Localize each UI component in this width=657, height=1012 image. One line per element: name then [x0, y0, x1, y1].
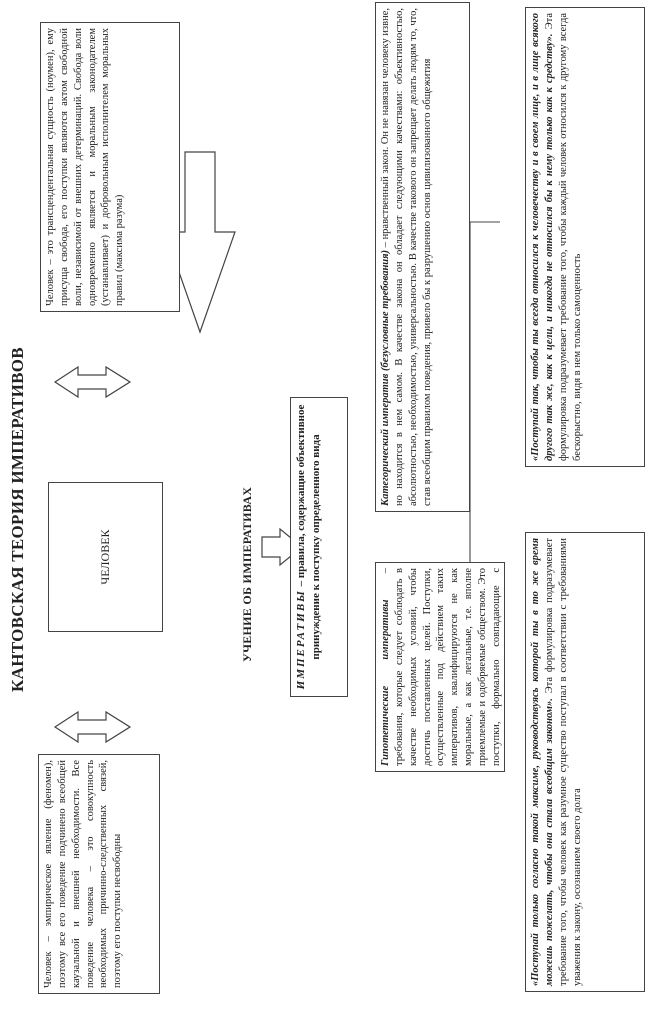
formula2-box: «Поступай так, чтобы ты всегда относился…	[525, 7, 645, 467]
person-label: ЧЕЛОВЕК	[97, 529, 112, 585]
hypothetical-box: Гипотетические императивы – требования, …	[375, 562, 505, 772]
phenomenon-box: Человек – эмпирическое явление (феномен)…	[38, 754, 160, 994]
formula2-heading: «Поступай так, чтобы ты всегда относился…	[530, 13, 555, 461]
categorical-heading: Категорический императив (безусловные тр…	[380, 249, 391, 506]
imperatives-heading: ИМПЕРАТИВЫ	[295, 589, 307, 690]
connector-formula2	[469, 221, 500, 472]
categorical-box: Категорический императив (безусловные тр…	[375, 2, 470, 512]
formula1-box: «Поступай только согласно такой максиме,…	[525, 532, 645, 992]
double-arrow-right	[53, 365, 132, 399]
double-arrow-left	[53, 710, 132, 744]
person-box: ЧЕЛОВЕК	[48, 482, 163, 632]
page-title: КАНТОВСКАЯ ТЕОРИЯ ИМПЕРАТИВОВ	[8, 347, 27, 692]
noumenon-box: Человек – это трансцендентальная сущност…	[40, 22, 180, 312]
imperatives-box: ИМПЕРАТИВЫ – правила, содержащие объекти…	[290, 397, 348, 697]
subtitle: УЧЕНИЕ ОБ ИМПЕРАТИВАХ	[240, 486, 254, 662]
hypothetical-heading: Гипотетические императивы	[380, 599, 391, 766]
hypothetical-text: – требования, которые следует соблюдать …	[380, 568, 505, 766]
